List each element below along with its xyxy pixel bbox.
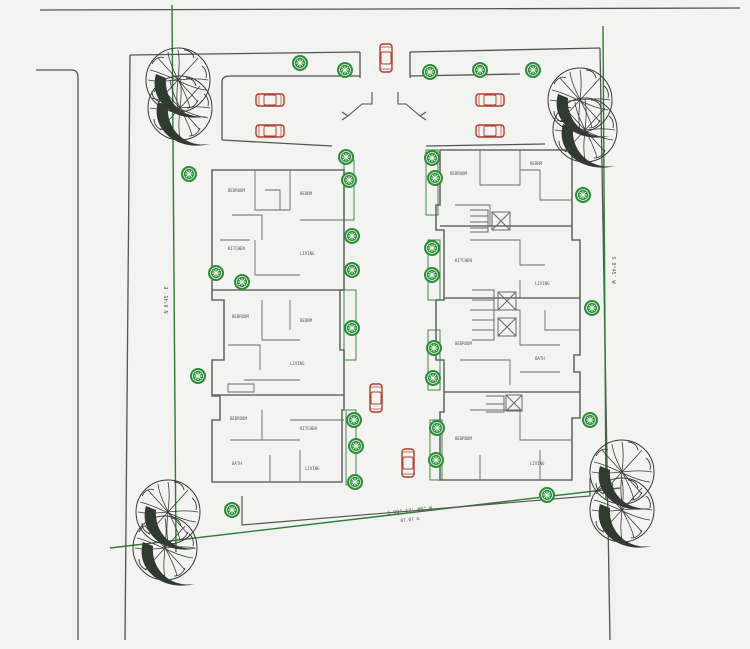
shrub	[340, 171, 358, 189]
shrub	[538, 486, 556, 504]
shrub	[425, 339, 443, 357]
shrub	[426, 169, 444, 187]
shrub	[337, 148, 355, 166]
svg-text:LIVING: LIVING	[535, 281, 550, 286]
svg-text:BATH: BATH	[232, 461, 242, 466]
shrub	[223, 501, 241, 519]
svg-text:KITCHEN: KITCHEN	[228, 246, 245, 251]
svg-text:BATH: BATH	[535, 356, 545, 361]
shrub	[291, 54, 309, 72]
shrub	[343, 227, 361, 245]
shrub	[207, 264, 225, 282]
svg-text:BEDRM: BEDRM	[300, 191, 313, 196]
south-curb	[241, 478, 591, 526]
shrub	[423, 239, 441, 257]
building-left	[211, 169, 345, 483]
parking-outline	[221, 73, 546, 147]
shrub	[343, 319, 361, 337]
shrub	[423, 149, 441, 167]
svg-text:KITCHEN: KITCHEN	[455, 258, 472, 263]
building-left-labels: BEDROOM BEDRM KITCHEN LIVING BEDROOM BED…	[228, 188, 320, 471]
shrub	[423, 266, 441, 284]
shrub	[574, 186, 592, 204]
west-boundary-dimension: N 0°45' E	[164, 286, 170, 313]
shrub	[471, 61, 489, 79]
svg-text:BEDRM: BEDRM	[300, 318, 313, 323]
shrub	[336, 61, 354, 79]
shrub	[346, 473, 364, 491]
svg-text:BEDROOM: BEDROOM	[450, 171, 467, 176]
shrub	[428, 419, 446, 437]
south-boundary-length: 87.07 m	[400, 516, 420, 524]
building-right-labels: BEDROOM BEDRM KITCHEN LIVING BEDROOM BAT…	[450, 161, 550, 466]
shrub	[343, 261, 361, 279]
svg-text:BEDROOM: BEDROOM	[232, 314, 249, 319]
shrub	[347, 437, 365, 455]
svg-text:BEDROOM: BEDROOM	[230, 416, 247, 421]
svg-text:LIVING: LIVING	[530, 461, 545, 466]
shrub	[421, 63, 439, 81]
south-boundary-dimension: S 90° 17' 00" W	[387, 505, 434, 516]
east-boundary-dimension: S 0°45' W	[610, 256, 616, 284]
shrub	[427, 451, 445, 469]
svg-text:BEDROOM: BEDROOM	[455, 341, 472, 346]
shrub	[581, 411, 599, 429]
shrub	[524, 61, 542, 79]
shrub	[233, 273, 251, 291]
svg-text:LIVING: LIVING	[305, 466, 320, 471]
shrub	[180, 165, 198, 183]
shrub	[424, 369, 442, 387]
shrub	[345, 411, 363, 429]
svg-text:BEDROOM: BEDROOM	[228, 188, 245, 193]
svg-text:LIVING: LIVING	[300, 251, 315, 256]
shrub	[189, 367, 207, 385]
svg-text:BEDROOM: BEDROOM	[455, 436, 472, 441]
svg-text:BEDRM: BEDRM	[530, 161, 543, 166]
svg-text:KITCHEN: KITCHEN	[300, 426, 317, 431]
shrub	[583, 299, 601, 317]
svg-text:LIVING: LIVING	[290, 361, 305, 366]
entry-arrows	[341, 92, 427, 121]
